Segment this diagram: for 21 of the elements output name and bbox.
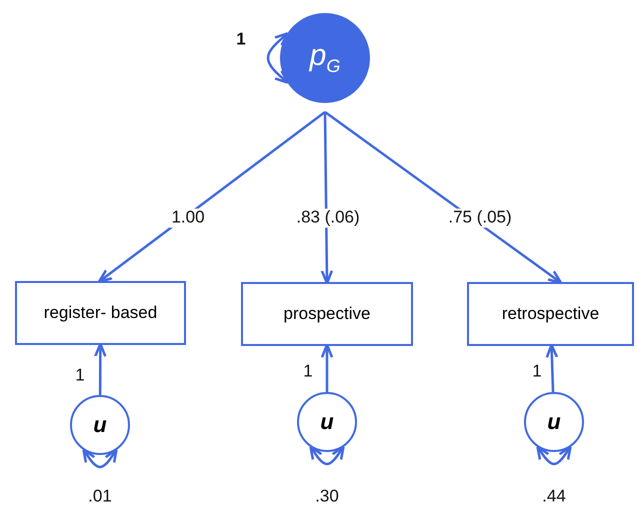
path-arrow bbox=[94, 342, 107, 395]
variance-arrow bbox=[536, 445, 572, 466]
indicator-label: register- based bbox=[44, 302, 158, 324]
path-arrow bbox=[320, 112, 334, 284]
path-arrow bbox=[98, 111, 326, 283]
variable-label: p$_{G}$ bbox=[310, 38, 340, 78]
variance-arrow bbox=[82, 448, 118, 468]
indicator-box bbox=[241, 282, 413, 346]
indicator-label: retrospective bbox=[502, 304, 600, 324]
variable-label: u bbox=[547, 408, 561, 436]
path-arrow bbox=[320, 344, 334, 392]
path-arrow bbox=[324, 110, 562, 284]
variable-label: u bbox=[320, 408, 334, 436]
variance-arrow bbox=[309, 445, 345, 466]
indicator-label: prospective bbox=[284, 304, 370, 324]
indicator-box bbox=[467, 282, 634, 346]
variance-arrow bbox=[266, 32, 290, 84]
indicator-box bbox=[15, 281, 186, 345]
variable-label: u bbox=[93, 412, 107, 438]
path-arrow bbox=[546, 344, 558, 392]
loading-label: 1.00 bbox=[169, 208, 207, 228]
